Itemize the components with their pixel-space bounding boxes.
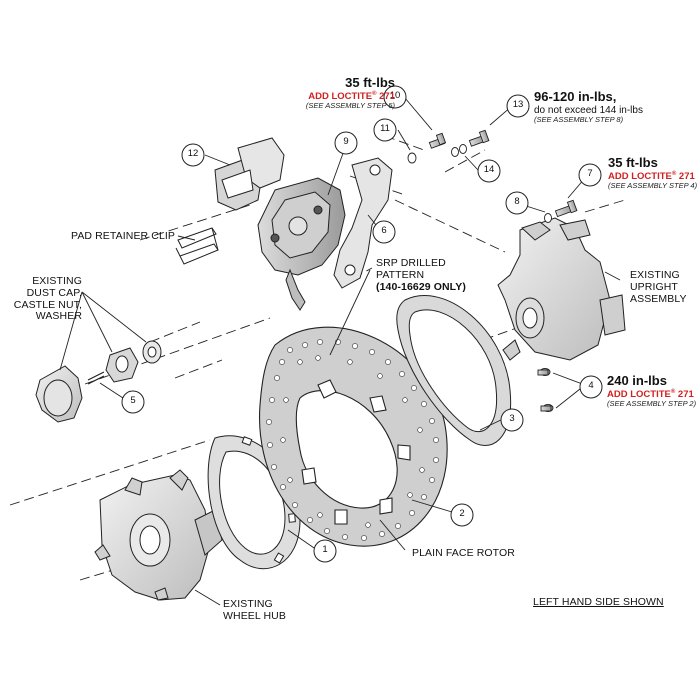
spec-bolt-4-torque: 240 in-lbs	[607, 373, 667, 388]
callout-8: 8	[514, 196, 520, 207]
spec-bolt-13: 96-120 in-lbs, do not exceed 144 in-lbs …	[534, 89, 694, 124]
caliper-hardware	[407, 129, 578, 223]
label-plain-face-rotor: PLAIN FACE ROTOR	[412, 547, 515, 559]
callout-2: 2	[459, 508, 465, 519]
callout-6: 6	[381, 225, 387, 236]
spec-bolt-10-loctite: ADD LOCTITE® 271	[308, 90, 395, 102]
callout-circles	[121, 85, 603, 563]
label-left-hand-side-shown: LEFT HAND SIDE SHOWN	[533, 596, 664, 608]
rotor-bolt-ring	[396, 295, 512, 446]
caliper-bracket	[333, 157, 393, 289]
wheel-hub	[94, 469, 223, 601]
callout-12: 12	[187, 148, 199, 159]
callout-5: 5	[130, 395, 136, 406]
spec-bolt-13-torque: 96-120 in-lbs,	[534, 89, 617, 104]
brake-pads	[214, 137, 285, 211]
rotor-bolts	[537, 368, 554, 412]
label-srp-drilled-pattern: SRP DRILLED PATTERN (140-16629 ONLY)	[376, 257, 466, 293]
spec-bolt-13-limit: do not exceed 144 in-lbs	[534, 104, 643, 116]
spec-bolt-13-note: (SEE ASSEMBLY STEP 8)	[534, 114, 624, 124]
callout-1: 1	[322, 544, 328, 555]
label-existing-wheel-hub: EXISTING WHEEL HUB	[223, 598, 286, 622]
callout-7: 7	[587, 168, 593, 179]
callout-3: 3	[509, 413, 515, 424]
spec-bolt-10-torque: 35 ft-lbs	[345, 75, 395, 90]
spec-bolt-10: 35 ft-lbs ADD LOCTITE® 271 (SEE ASSEMBLY…	[240, 75, 395, 111]
spec-bolt-7: 35 ft-lbs ADD LOCTITE® 271 (SEE ASSEMBLY…	[608, 155, 698, 191]
spec-bolt-7-torque: 35 ft-lbs	[608, 155, 658, 170]
spec-bolt-4-loctite: ADD LOCTITE® 271	[607, 388, 694, 400]
label-existing-upright: EXISTING UPRIGHT ASSEMBLY	[630, 269, 687, 305]
spec-bolt-4-note: (SEE ASSEMBLY STEP 2)	[607, 399, 697, 409]
caliper	[257, 177, 346, 311]
label-existing-dust-cap: EXISTING DUST CAP, CASTLE NUT, WASHER	[13, 275, 82, 323]
spec-bolt-7-loctite: ADD LOCTITE® 271	[608, 170, 695, 182]
callout-13: 13	[512, 99, 524, 110]
spec-bolt-4: 240 in-lbs ADD LOCTITE® 271 (SEE ASSEMBL…	[607, 373, 699, 409]
callout-14: 14	[483, 164, 495, 175]
spec-bolt-10-note: (SEE ASSEMBLY STEP 5)	[305, 101, 395, 111]
callout-10: 10	[389, 90, 401, 101]
callout-9: 9	[343, 136, 349, 147]
callout-4: 4	[588, 380, 594, 391]
callout-11: 11	[380, 123, 390, 134]
spec-bolt-7-note: (SEE ASSEMBLY STEP 4)	[608, 181, 698, 191]
dust-cap-nut-washer	[35, 340, 162, 423]
rotor	[258, 326, 448, 547]
pad-retainer-clip	[175, 227, 219, 265]
label-pad-retainer-clip: PAD RETAINER CLIP	[71, 230, 175, 242]
upright-assembly	[497, 217, 626, 361]
